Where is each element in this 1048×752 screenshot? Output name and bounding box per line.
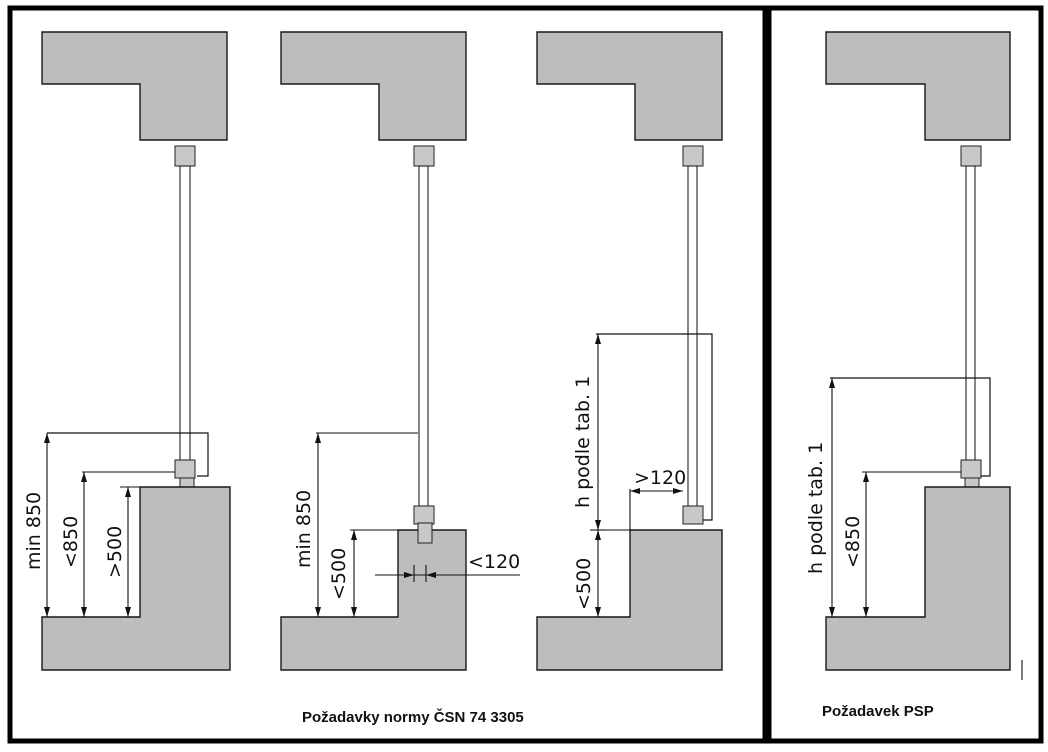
railing-3	[596, 333, 713, 521]
caption-psp: Požadavek PSP	[822, 703, 934, 720]
sill-frame-4	[960, 459, 982, 479]
railing-4	[830, 377, 991, 477]
label-d1-min850: min 850	[23, 492, 45, 570]
sill-frame-1	[174, 459, 196, 479]
detail-3: h podle tab. 1 >120 <500	[536, 31, 723, 671]
detail-2: min 850 <500 <120	[280, 31, 520, 671]
glazing-1	[179, 165, 191, 461]
head-frame-4	[960, 145, 982, 167]
label-d2-lt500: <500	[328, 548, 350, 600]
dimension-arrows	[44, 334, 869, 617]
lintel-3	[536, 31, 723, 141]
glazing-2	[418, 165, 429, 507]
lintel-4	[825, 31, 1011, 141]
glazing-3	[687, 165, 698, 507]
label-d4-h: h podle tab. 1	[805, 442, 827, 574]
head-frame-2	[413, 145, 435, 167]
floor-3	[536, 529, 723, 671]
sill-profile-2	[417, 522, 433, 544]
label-d2-min850: min 850	[293, 490, 315, 568]
lintel-2	[280, 31, 467, 141]
sill-frame-3	[682, 505, 704, 525]
caption-norm: Požadavky normy ČSN 74 3305	[302, 708, 524, 726]
label-d2-lt120: <120	[468, 551, 520, 573]
label-d1-gt500: >500	[104, 526, 126, 578]
head-frame-1	[174, 145, 196, 167]
norm-frame	[7, 5, 768, 744]
floor-4	[825, 486, 1011, 671]
label-d3-gt120: >120	[634, 467, 686, 489]
psp-frame	[766, 5, 1044, 744]
floor-1	[41, 486, 231, 671]
glazing-4	[965, 165, 976, 461]
railing-1	[47, 432, 209, 477]
head-frame-3	[682, 145, 704, 167]
label-d3-h: h podle tab. 1	[572, 376, 594, 508]
label-d4-lt850: <850	[842, 516, 864, 568]
lintel-1	[41, 31, 228, 141]
detail-1: min 850 <850 >500	[23, 31, 231, 671]
detail-4: h podle tab. 1 <850	[805, 31, 1023, 680]
label-d3-lt500: <500	[573, 558, 595, 610]
sill-frame-2	[413, 505, 435, 525]
label-d1-lt850: <850	[60, 516, 82, 568]
